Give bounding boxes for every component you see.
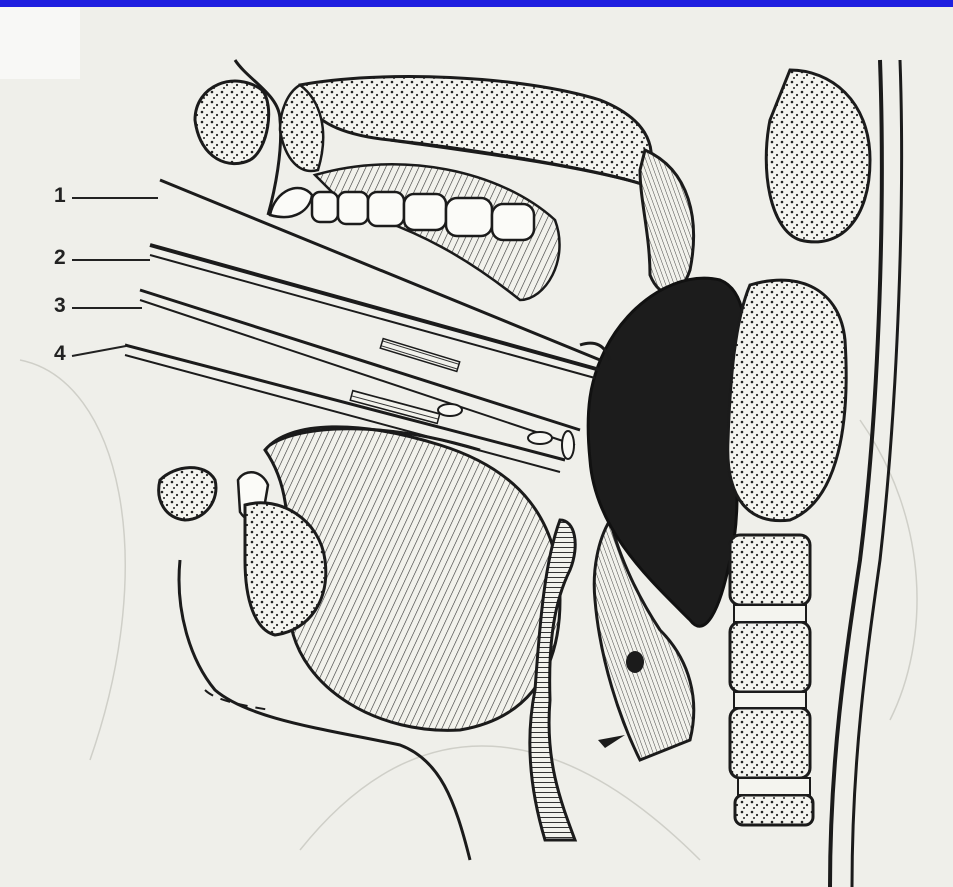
callout-label-4: 4 [54,342,66,366]
vocal-fold-marker [598,735,625,748]
vertebra-c6 [735,795,813,825]
vertebra-c5 [730,708,810,778]
vertebra-c4 [730,622,810,692]
nose-upper-lip [195,81,269,164]
neck-front [205,690,270,710]
callout-label-1: 1 [54,184,66,208]
laryngeal-opening [626,651,644,673]
callout-leaders [72,198,158,356]
vertebra-c3 [730,535,810,605]
lower-lip [159,468,216,520]
callout-label-2: 2 [54,246,66,270]
atlas-axis [728,280,846,520]
callout-label-3: 3 [54,294,66,318]
skull-base [766,70,870,242]
soft-palate [640,150,694,293]
